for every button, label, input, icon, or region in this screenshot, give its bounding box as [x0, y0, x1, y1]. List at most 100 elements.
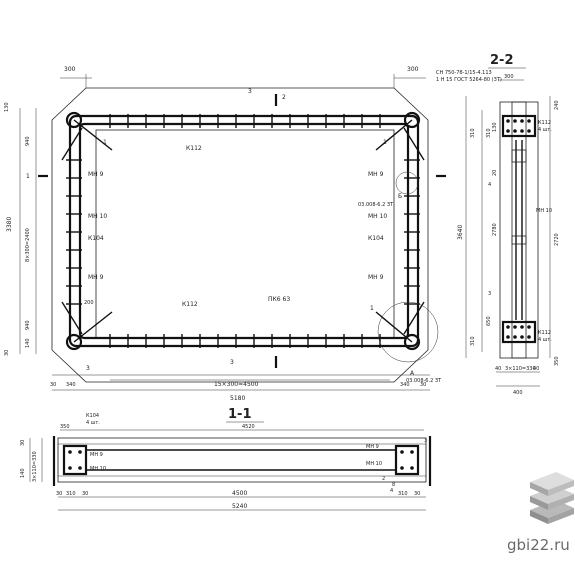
side-dim-right-240: 240 — [554, 100, 560, 110]
rebar-dot — [513, 129, 517, 133]
plan-dim-top-right: 300 — [407, 66, 419, 73]
plan-label-k104-right: К104 — [368, 235, 384, 242]
side-label-k112b-count: 4 шт. — [538, 337, 552, 343]
plan-label-pkb63: ПК6 63 — [268, 296, 290, 303]
beam-dim-bot-30c: 30 — [414, 491, 420, 497]
beam-label-k104-count: 4 шт. — [86, 420, 100, 426]
plan-dim-left-8x300: 8×300=2400 — [25, 228, 31, 262]
side-dim-mid-20: 20 — [492, 170, 498, 176]
beam-dim-total: 5240 — [232, 503, 247, 510]
plan-spec-top2: 1 Н 15 ГОСТ 5264-80 (ЗТ) — [436, 77, 502, 83]
side-rebar-dots-bottom — [506, 325, 531, 339]
beam-dim-bot-310b: 310 — [398, 491, 408, 497]
side-dim-left-650: 650 — [486, 316, 492, 326]
plan-label-mn9-left1: МН 9 — [88, 171, 104, 178]
stirrups-vertical — [66, 159, 420, 305]
beam-dim-top-4520: 4520 — [242, 424, 255, 430]
plan-dim-bot-30a: 30 — [50, 382, 56, 388]
rebar-dot — [410, 466, 414, 470]
plan-label-mn9-left2: МН 9 — [88, 274, 104, 281]
section-2-2: 2-2 300 310 310 3640 650 310 130 20 2780… — [457, 53, 560, 396]
plan-label-k112-top: К112 — [186, 145, 202, 152]
beam-mark-4: 4 — [390, 488, 393, 494]
rebar-dot — [527, 335, 531, 339]
plan-dim-bot-30b: 30 — [420, 382, 426, 388]
beam-label-k104: К104 — [86, 413, 99, 419]
rebar-dot — [506, 129, 510, 133]
beam-label-mn9-right: МН 9 — [366, 444, 379, 450]
beam-dim-140: 140 — [20, 468, 26, 478]
plan-note-b-code: 03.008-6.2 ЗТ — [358, 202, 394, 208]
rebar-dot — [520, 129, 524, 133]
side-dim-left-3640: 3640 — [457, 225, 464, 240]
side-dim-bot-400: 400 — [513, 390, 523, 396]
beam-label-8: 8 — [392, 482, 395, 488]
plan-note-b: Б — [398, 193, 402, 200]
plan-dim-left-940a: 940 — [25, 136, 31, 146]
plan-label-k104-left: К104 — [88, 235, 104, 242]
side-dim-bot-40a: 40 — [495, 366, 501, 372]
rebar-dot — [400, 466, 404, 470]
plan-dim-bot-15x300: 15×300=4500 — [214, 381, 259, 388]
rebar-dot — [506, 335, 510, 339]
plan-label-mn9-right1: МН 9 — [368, 171, 384, 178]
plan-mark-2: 2 — [282, 94, 286, 101]
rebar-dot — [78, 450, 82, 454]
beam-label-mn10: МН 10 — [90, 466, 106, 472]
plan-dim-left-3380: 3380 — [6, 217, 13, 232]
side-label-3: 3 — [488, 291, 491, 297]
stirrups-horizontal — [109, 114, 381, 348]
plan-label-one-bot: 1 — [370, 305, 374, 312]
rebar-dot — [78, 466, 82, 470]
rebar-dot — [513, 335, 517, 339]
beam-mark-2: 2 — [382, 476, 385, 482]
rebar-dot — [68, 450, 72, 454]
side-dim-right-2720: 2720 — [554, 233, 560, 246]
plan-dim-left-940b: 940 — [25, 320, 31, 330]
plan-dim-left-140: 140 — [25, 338, 31, 348]
plan-label-one-left: 1 — [103, 139, 107, 146]
plan-note-a-code: 03.008-6.2 ЗТ — [406, 378, 442, 384]
side-label-k112b: К112 — [538, 330, 551, 336]
beam-dim-350: 350 — [60, 424, 70, 430]
section-title-1-1: 1-1 — [228, 407, 252, 422]
plan-dim-bot-340b: 340 — [400, 382, 410, 388]
plan-label-three-bot: 3 — [230, 359, 234, 366]
plan-dim-bot-340a: 340 — [66, 382, 76, 388]
plan-spec-top: СН 750-78-1/15-4.113 — [436, 70, 492, 76]
side-label-k112-count: 4 шт. — [538, 127, 552, 133]
plan-label-200: 200 — [84, 300, 94, 306]
beam-label-3: 3 — [424, 438, 427, 444]
beam-dim-30: 30 — [20, 440, 26, 446]
rebar-dot — [527, 325, 531, 329]
side-dim-left-310c: 310 — [470, 336, 476, 346]
plan-mark-1-left: 1 — [26, 173, 30, 180]
plan-dim-left-130: 130 — [4, 102, 10, 112]
section-title-2-2: 2-2 — [490, 53, 514, 68]
side-dim-left-310a: 310 — [470, 128, 476, 138]
side-dim-bot-40b: 40 — [533, 366, 539, 372]
beam-dim-bot-30a: 30 — [56, 491, 62, 497]
side-dim-mid-2780: 2780 — [492, 223, 498, 236]
rebar-dot — [400, 450, 404, 454]
plan-label-three-left: 3 — [86, 365, 90, 372]
side-label-k112: К112 — [538, 120, 551, 126]
plan-label-mn10-right: МН 10 — [368, 213, 387, 220]
section-1-1: 1-1 350 140 3×110=330 30 К104 4 шт. МН 9… — [20, 407, 432, 511]
watermark-text: gbi22.ru — [507, 536, 570, 554]
side-rebar-dots-top — [506, 119, 531, 133]
rebar-dot — [68, 466, 72, 470]
plan-dim-top-left: 300 — [64, 66, 76, 73]
rebar-dot — [506, 325, 510, 329]
plan-label-k112-bot: К112 — [182, 301, 198, 308]
rebar-dot — [513, 119, 517, 123]
beam-label-mn9: МН 9 — [90, 452, 103, 458]
beam-label-mn10-right: МН 10 — [366, 461, 382, 467]
rebar-dot — [520, 335, 524, 339]
side-dim-top-300: 300 — [504, 74, 514, 80]
plan-label-one-right: 1 — [383, 139, 387, 146]
beam-dim-bot-4500: 4500 — [232, 490, 247, 497]
rebar-dot — [520, 119, 524, 123]
plan-dim-left-30: 30 — [4, 350, 10, 356]
